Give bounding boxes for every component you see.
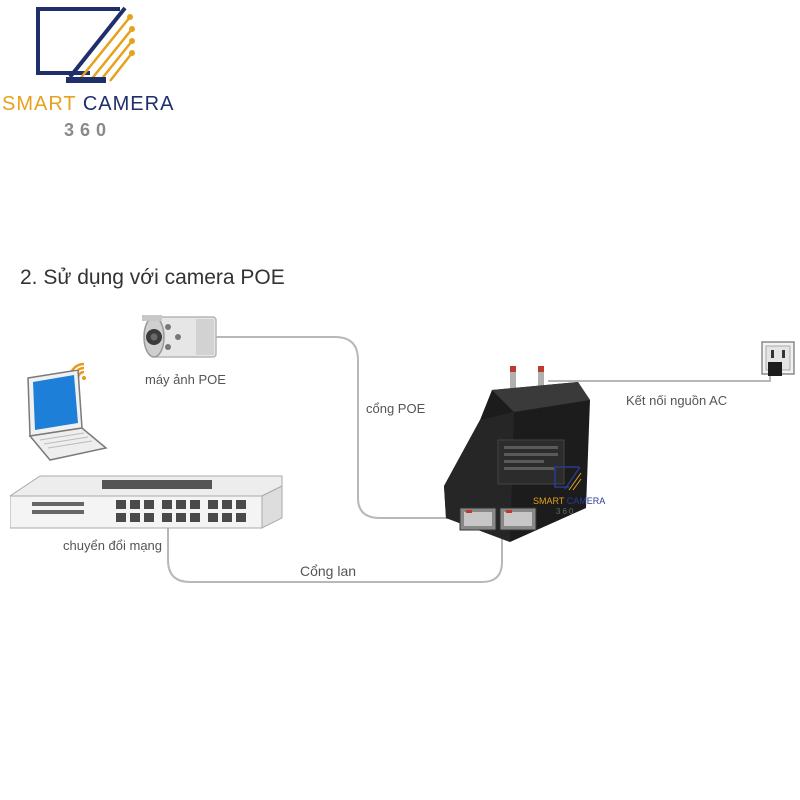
lan-port-label: Cổng lan	[300, 563, 357, 579]
watermark-logo-icon	[554, 466, 582, 491]
watermark-word-smart: SMART	[533, 496, 565, 506]
logo-word-camera: CAMERA	[82, 93, 175, 115]
poe-port-label: cổng POE	[366, 401, 426, 416]
switch-icon	[10, 475, 283, 529]
laptop-icon	[27, 370, 108, 461]
logo-word-smart: SMART	[2, 93, 77, 115]
camera-label: máy ảnh POE	[145, 372, 226, 387]
watermark-text: SMART CAMERA	[533, 496, 605, 506]
diagram-title: 2. Sử dụng với camera POE	[20, 266, 285, 289]
ac-power-label: Kết nối nguồn AC	[626, 393, 728, 408]
logo-text: SMART CAMERA	[2, 93, 174, 116]
watermark-number: 360	[556, 507, 576, 516]
poe-adapter-icon	[444, 366, 590, 542]
camera-icon	[142, 315, 217, 358]
switch-label: chuyển đổi mạng	[63, 538, 163, 553]
watermark-word-camera: CAMERA	[566, 496, 606, 506]
power-outlet-icon	[761, 341, 795, 376]
logo-number: 360	[64, 120, 113, 140]
monitor-logo-icon	[36, 6, 135, 83]
